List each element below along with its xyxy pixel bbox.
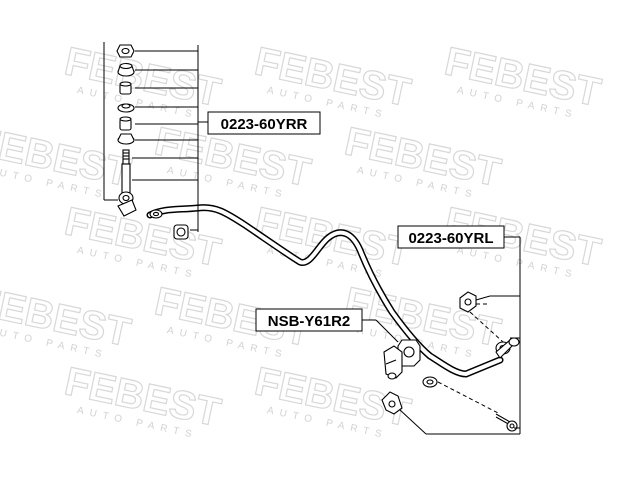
callout-0223-60yrr-text: 0223-60YRR [221,116,308,133]
rl-leader-lines [399,236,521,435]
stabilizer-bar-inner [148,205,502,377]
rr-washer-3 [117,133,135,145]
callout-nsb-y61r2-text: NSB-Y61R2 [268,313,351,330]
bar-clamp-lower [381,391,403,415]
nsb-leader-lines [362,319,399,343]
bar-bushing [392,339,421,367]
bar-bushing-assembly [381,339,421,415]
rr-end-nut [149,209,163,219]
rl-nut [459,291,477,313]
callout-nsb-y61r2: NSB-Y61R2 [255,308,363,332]
rr-hardware-stack [116,44,189,240]
callout-0223-60yrl-text: 0223-60YRL [408,230,493,247]
rl-end-nut [422,376,438,388]
rr-nut-top [116,44,135,58]
rl-hardware [422,291,520,432]
bar-bracket [383,345,403,380]
rr-washer-1 [117,62,135,77]
rl-link-top [495,337,520,359]
rr-link-bolt [117,149,137,217]
rr-bushing-1 [119,81,132,95]
rr-leader-lines [103,42,208,232]
rr-bushing-2 [119,116,132,131]
callout-0223-60yrl: 0223-60YRL [397,225,505,249]
callout-0223-60yrr: 0223-60YRR [207,111,321,135]
rr-bar-bushing [173,224,189,240]
rr-washer-2 [117,103,135,113]
rl-link-bolt [495,413,518,432]
